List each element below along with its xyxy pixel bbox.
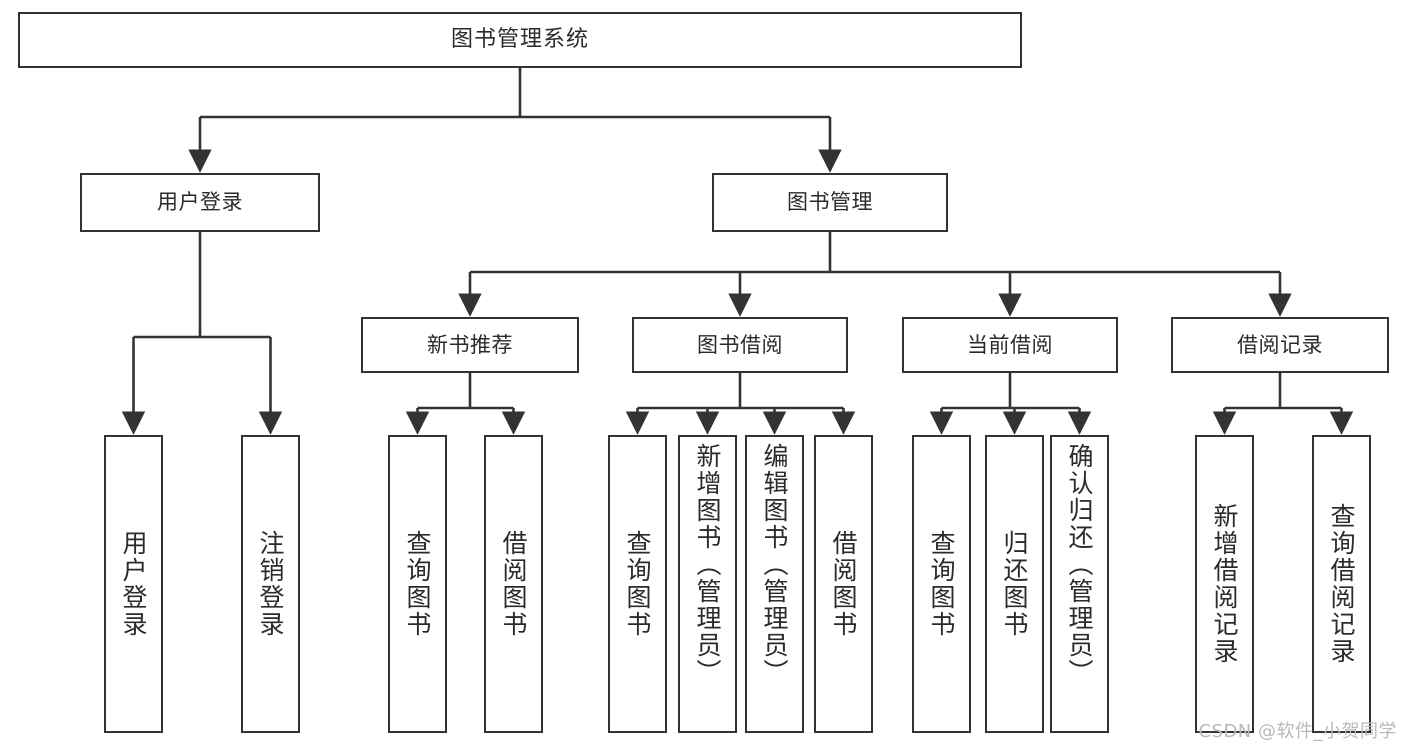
node-borrow-record-label: 借阅记录 <box>1237 332 1323 357</box>
leaf-edit-book-label: 编辑图书（管理员） <box>760 443 789 686</box>
leaf-query-book-3[interactable]: 查询图书 <box>912 435 971 733</box>
node-book-manage[interactable]: 图书管理 <box>712 173 948 232</box>
leaf-add-record[interactable]: 新增借阅记录 <box>1195 435 1254 733</box>
leaf-query-book-1-label: 查询图书 <box>403 530 432 638</box>
leaf-query-book-3-label: 查询图书 <box>927 530 956 638</box>
leaf-query-record[interactable]: 查询借阅记录 <box>1312 435 1371 733</box>
leaf-borrow-book-1[interactable]: 借阅图书 <box>484 435 543 733</box>
leaf-add-book[interactable]: 新增图书（管理员） <box>678 435 737 733</box>
watermark: CSDN @软件_小贺同学 <box>1198 721 1397 742</box>
leaf-query-book-2[interactable]: 查询图书 <box>608 435 667 733</box>
leaf-user-login-label: 用户登录 <box>119 530 148 638</box>
leaf-add-record-label: 新增借阅记录 <box>1210 503 1239 665</box>
leaf-add-book-label: 新增图书（管理员） <box>693 443 722 686</box>
leaf-query-book-2-label: 查询图书 <box>623 530 652 638</box>
leaf-logout-label: 注销登录 <box>256 530 285 638</box>
leaf-confirm-return[interactable]: 确认归还（管理员） <box>1050 435 1109 733</box>
leaf-borrow-book-2-label: 借阅图书 <box>829 530 858 638</box>
node-root-label: 图书管理系统 <box>450 27 589 53</box>
node-new-book-rec-label: 新书推荐 <box>427 332 513 357</box>
node-user-login[interactable]: 用户登录 <box>80 173 320 232</box>
node-user-login-label: 用户登录 <box>157 190 243 215</box>
node-book-borrow[interactable]: 图书借阅 <box>632 317 848 373</box>
leaf-return-book[interactable]: 归还图书 <box>985 435 1044 733</box>
leaf-borrow-book-2[interactable]: 借阅图书 <box>814 435 873 733</box>
leaf-logout[interactable]: 注销登录 <box>241 435 300 733</box>
leaf-confirm-return-label: 确认归还（管理员） <box>1065 443 1094 686</box>
node-book-borrow-label: 图书借阅 <box>697 332 783 357</box>
leaf-return-book-label: 归还图书 <box>1000 530 1029 638</box>
node-new-book-rec[interactable]: 新书推荐 <box>361 317 579 373</box>
node-borrow-record[interactable]: 借阅记录 <box>1171 317 1389 373</box>
node-root[interactable]: 图书管理系统 <box>18 12 1022 68</box>
leaf-query-book-1[interactable]: 查询图书 <box>388 435 447 733</box>
leaf-edit-book[interactable]: 编辑图书（管理员） <box>745 435 804 733</box>
leaf-query-record-label: 查询借阅记录 <box>1327 503 1356 665</box>
node-current-borrow-label: 当前借阅 <box>967 332 1053 357</box>
node-current-borrow[interactable]: 当前借阅 <box>902 317 1118 373</box>
leaf-borrow-book-1-label: 借阅图书 <box>499 530 528 638</box>
node-book-manage-label: 图书管理 <box>787 190 873 215</box>
leaf-user-login[interactable]: 用户登录 <box>104 435 163 733</box>
